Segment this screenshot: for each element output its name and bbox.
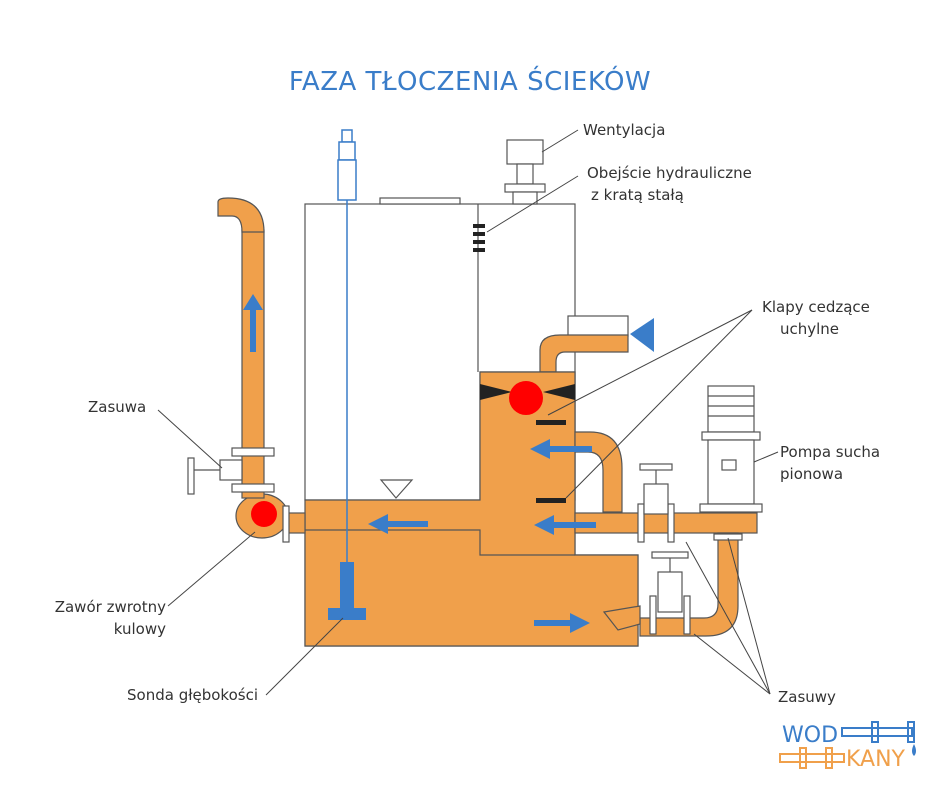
label-klapy-line2: uchylne: [780, 320, 839, 338]
flow-arrows: [243, 294, 596, 633]
logo-text-kany: KANY: [846, 747, 906, 772]
check-ball-icon: [509, 381, 543, 415]
label-obejscie-line2: z kratą stałą: [591, 186, 684, 204]
label-klapy-line1: Klapy cedzące: [762, 298, 870, 316]
flow-arrow-icon: [534, 515, 596, 535]
label-pompa-line2: pionowa: [780, 465, 843, 483]
label-zawor-line2: kulowy: [114, 620, 166, 638]
pipe-logo-icon: [779, 721, 916, 769]
ventilation-cap: [506, 139, 544, 165]
flow-arrow-icon: [368, 514, 428, 534]
tank: [304, 139, 576, 501]
check-ball-icon: [251, 501, 277, 527]
leader-lines: [157, 129, 779, 696]
wodkany-logo: WOD KANY: [779, 721, 916, 772]
page-title: FAZA TŁOCZENIA ŚCIEKÓW: [289, 65, 651, 97]
flow-arrow-icon: [534, 613, 590, 633]
logo-text-wod: WOD: [782, 723, 838, 748]
flow-arrow-icon: [243, 294, 263, 352]
label-pompa-line1: Pompa sucha: [780, 443, 880, 461]
flow-arrow-icon: [530, 439, 592, 459]
gate-valves: [187, 447, 743, 635]
sewage-fill: [217, 197, 758, 647]
label-obejscie-line1: Obejście hydrauliczne: [587, 164, 752, 182]
strainer-flaps: [480, 384, 575, 503]
label-zasuwa: Zasuwa: [88, 398, 146, 416]
inlet-triangle-icon: [630, 318, 654, 352]
bypass-grate: [473, 224, 485, 252]
depth-probe: [328, 129, 366, 620]
level-marker-icon: [379, 479, 414, 499]
vertical-pump: [699, 385, 763, 513]
label-zawor-line1: Zawór zwrotny: [55, 598, 166, 616]
label-zasuwy: Zasuwy: [778, 688, 836, 706]
label-wentylacja: Wentylacja: [583, 121, 665, 139]
label-sonda: Sonda głębokości: [127, 686, 258, 704]
